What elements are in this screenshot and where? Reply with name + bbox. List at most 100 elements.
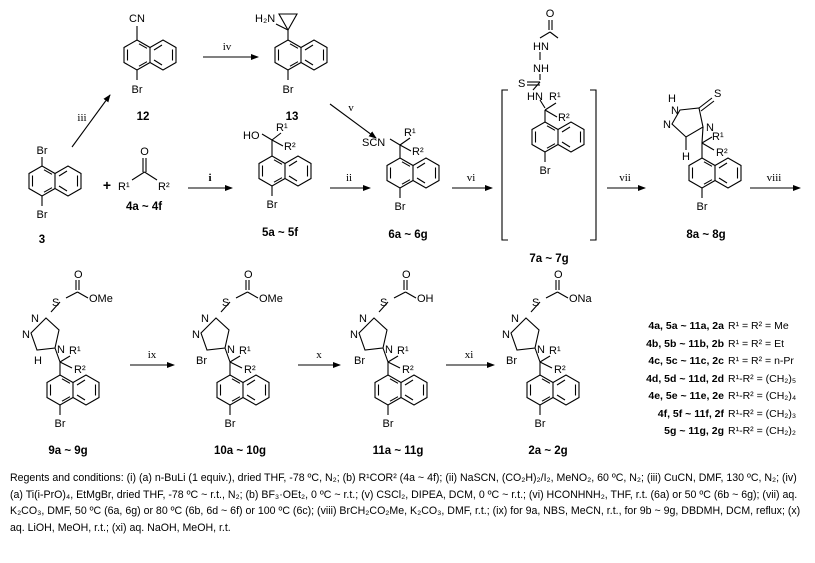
svg-text:R²: R² — [284, 141, 296, 153]
compound-8: H N S N H N R¹ R² Br 8a ~ 8g — [663, 88, 741, 241]
svg-text:Br: Br — [196, 355, 207, 367]
svg-text:N: N — [22, 329, 30, 341]
svg-text:S: S — [380, 297, 387, 309]
svg-text:R¹: R¹ — [397, 345, 409, 357]
compound-10-label: 10a ~ 10g — [214, 445, 266, 457]
step-iii-label: iii — [77, 112, 86, 124]
svg-text:N: N — [706, 122, 714, 134]
compound-4-label: 4a ~ 4f — [126, 201, 162, 213]
svg-text:O: O — [244, 269, 253, 281]
svg-text:Br: Br — [37, 145, 48, 157]
svg-text:R¹: R¹ — [712, 131, 724, 143]
svg-text:O: O — [74, 269, 83, 281]
svg-text:H: H — [682, 151, 690, 163]
svg-text:N: N — [227, 344, 235, 356]
svg-text:Br: Br — [132, 84, 143, 96]
step-v-label: v — [348, 102, 354, 114]
svg-text:Br: Br — [395, 201, 406, 213]
svg-text:O: O — [402, 269, 411, 281]
svg-text:Br: Br — [37, 209, 48, 221]
svg-text:N: N — [192, 329, 200, 341]
step-i-label: i — [208, 172, 211, 184]
compound-6-label: 6a ~ 6g — [388, 229, 427, 241]
svg-text:R¹: R¹ — [549, 91, 561, 103]
svg-text:R²: R² — [244, 364, 256, 376]
compound-10: O OMe S N N N Br R¹ R² Br 10a ~ 10g — [192, 269, 283, 457]
step-ii-label: ii — [346, 172, 352, 184]
bracket-left — [501, 89, 508, 241]
svg-text:HN: HN — [527, 91, 543, 103]
compound-11: O OH S N N N Br R¹ R² Br 11a ~ 11g — [350, 269, 434, 457]
compound-7: O HN NH S HN R¹ R² Br 7a ~ 7g — [518, 8, 584, 265]
svg-text:R²: R² — [558, 112, 570, 124]
svg-text:S: S — [52, 297, 59, 309]
svg-text:NH: NH — [533, 63, 549, 75]
svg-text:Br: Br — [383, 418, 394, 430]
svg-text:HN: HN — [533, 41, 549, 53]
svg-text:R²: R² — [74, 364, 86, 376]
svg-text:R¹: R¹ — [69, 345, 81, 357]
svg-text:S: S — [518, 78, 525, 90]
svg-text:O: O — [554, 269, 563, 281]
cn-label: CN — [129, 13, 145, 25]
svg-text:R¹: R¹ — [239, 345, 251, 357]
compound-7-label: 7a ~ 7g — [529, 253, 568, 265]
svg-text:R²: R² — [158, 181, 170, 193]
compound-5: HO R¹ R² Br 5a ~ 5f — [243, 122, 311, 239]
compound-11-label: 11a ~ 11g — [373, 445, 424, 457]
svg-text:R²: R² — [402, 364, 414, 376]
compound-6: SCN R¹ R² Br 6a ~ 6g — [362, 127, 439, 241]
svg-text:N: N — [671, 105, 679, 117]
bracket-right — [590, 89, 597, 241]
svg-text:SCN: SCN — [362, 137, 385, 149]
svg-text:Br: Br — [55, 418, 66, 430]
step-vi-label: vi — [467, 172, 476, 184]
compound-5-label: 5a ~ 5f — [262, 227, 298, 239]
arrow-step-v — [329, 103, 377, 139]
compound-2: O ONa S N N N Br R¹ R² Br 2a ~ 2g — [502, 269, 593, 457]
svg-text:HO: HO — [243, 130, 260, 142]
compound-12: CN Br 12 — [124, 13, 176, 123]
amine-label: H₂N — [255, 13, 275, 25]
svg-text:Br: Br — [354, 355, 365, 367]
svg-text:S: S — [222, 297, 229, 309]
svg-text:N: N — [663, 119, 671, 131]
svg-text:Br: Br — [225, 418, 236, 430]
compound-9: O OMe S N N N H R¹ R² Br 9a ~ 9g — [22, 269, 113, 457]
svg-text:O: O — [140, 146, 149, 158]
svg-text:R²: R² — [412, 146, 424, 158]
svg-text:R²: R² — [716, 147, 728, 159]
compound-12-label: 12 — [137, 111, 150, 123]
svg-text:R¹: R¹ — [549, 345, 561, 357]
step-vii-label: vii — [619, 172, 631, 184]
svg-text:R¹: R¹ — [118, 181, 130, 193]
svg-text:Br: Br — [283, 84, 294, 96]
svg-text:N: N — [31, 313, 39, 325]
svg-text:ONa: ONa — [569, 293, 593, 305]
reagents-and-conditions: Regents and conditions: (i) (a) n-BuLi (… — [10, 472, 801, 534]
compound-9-label: 9a ~ 9g — [48, 445, 87, 457]
step-xi-label: xi — [465, 349, 474, 361]
svg-text:N: N — [359, 313, 367, 325]
step-viii-label: viii — [767, 172, 782, 184]
svg-text:Br: Br — [267, 199, 278, 211]
compound-13: H₂N Br 13 — [255, 13, 327, 123]
arrow-step-iii — [71, 94, 111, 148]
svg-text:N: N — [57, 344, 65, 356]
step-x-label: x — [316, 349, 322, 361]
svg-text:OMe: OMe — [259, 293, 283, 305]
svg-text:N: N — [385, 344, 393, 356]
svg-text:S: S — [714, 88, 721, 100]
svg-text:OMe: OMe — [89, 293, 113, 305]
svg-text:N: N — [350, 329, 358, 341]
compound-2-label: 2a ~ 2g — [528, 445, 567, 457]
svg-text:O: O — [546, 8, 555, 20]
svg-text:OH: OH — [417, 293, 434, 305]
svg-text:H: H — [668, 93, 676, 105]
svg-text:R¹: R¹ — [276, 122, 288, 134]
